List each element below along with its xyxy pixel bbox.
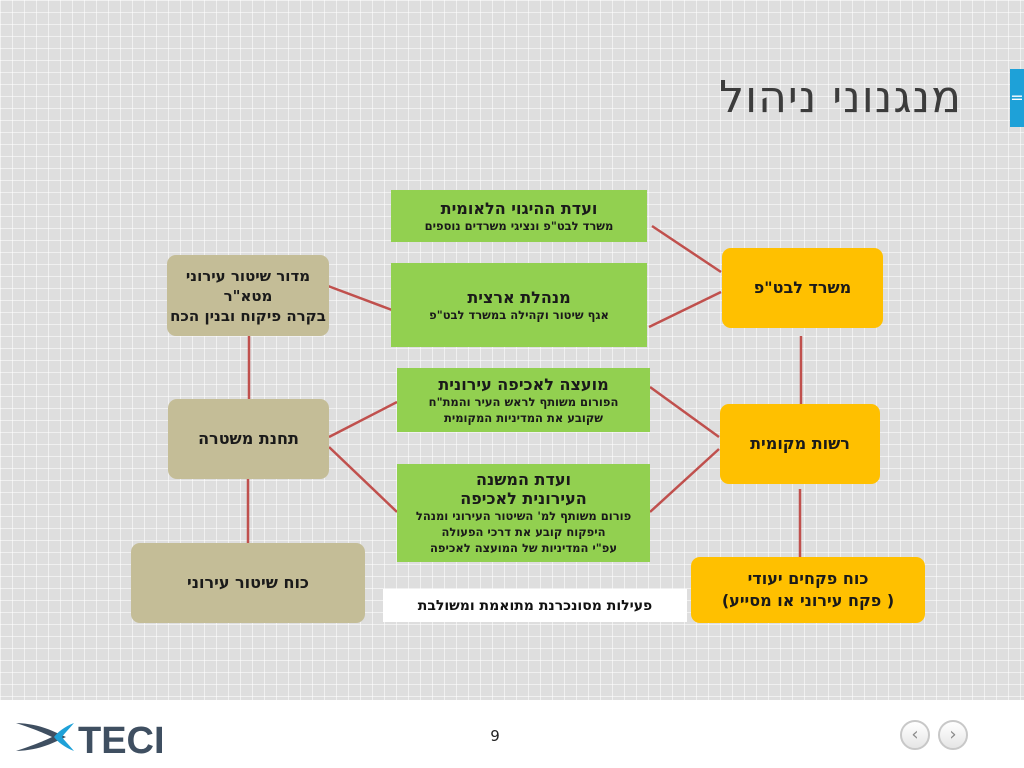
footer-bar [0, 700, 1024, 768]
connector-ministry-steering [651, 224, 722, 274]
connector-station-council [328, 400, 398, 439]
urban-policing-unit-line: מטא"ר [223, 286, 273, 305]
inspectors-force-box: כוח פקחים יעודי ( פקח עירוני או מסייע) [691, 557, 925, 623]
local-authority-label: רשות מקומית [750, 434, 850, 453]
subcommittee-box: ועדת המשנה העירונית לאכיפה פורום משותף ל… [397, 464, 650, 562]
connector-directorate-policing-unit [327, 284, 393, 312]
subcommittee-line: עפ"י המדיניות של המועצה לאכיפה [430, 541, 617, 555]
inspectors-force-detail: ( פקח עירוני או מסייע) [721, 591, 895, 610]
urban-policing-unit-box: מדור שיטור עירוני מטא"ר בקרה פיקוח ובנין… [167, 255, 329, 336]
national-directorate-box: מנהלת ארצית אגף שיטור וקהילה במשרד לבט"פ [391, 263, 647, 347]
ministry-box: משרד לבט"פ [722, 248, 883, 328]
inspectors-force-label: כוח פקחים יעודי [747, 569, 869, 588]
next-slide-button[interactable]: › [938, 720, 968, 750]
urban-police-force-label: כוח שיטור עירוני [187, 573, 309, 592]
urban-police-force-box: כוח שיטור עירוני [131, 543, 365, 623]
enforcement-council-line: שקובע את המדיניות המקומית [443, 410, 604, 425]
police-station-box: תחנת משטרה [168, 399, 329, 479]
ministry-label: משרד לבט"פ [753, 278, 852, 297]
logo-text: TECI [78, 720, 165, 756]
urban-policing-unit-line: בקרה פיקוח ובנין הכח [170, 306, 326, 325]
connector-local-subcommittee [649, 448, 720, 513]
police-station-label: תחנת משטרה [198, 429, 299, 448]
steering-committee-subtitle: משרד לבט"פ ונציגי משרדים נוספים [424, 218, 614, 233]
chevron-left-icon: ‹ [911, 724, 919, 745]
xteci-logo: TECI [16, 720, 165, 756]
synchronized-activity-note: פעילות מסונכרנת מתואמת ומשולבת [383, 589, 687, 622]
steering-committee-title: ועדת ההיגוי הלאומית [440, 198, 598, 218]
prev-slide-button[interactable]: ‹ [900, 720, 930, 750]
menu-tab-icon[interactable]: = [1010, 69, 1024, 127]
connector-station-subcommittee [328, 446, 398, 513]
subcommittee-line: היפקוח קובע את דרכי הפעולה [441, 525, 606, 539]
national-directorate-title: מנהלת ארצית [467, 287, 571, 307]
urban-policing-unit-line: מדור שיטור עירוני [185, 266, 311, 285]
subcommittee-line: פורום משותף למ' השיטור העירוני ומנהל [415, 509, 632, 523]
slide: = מנגנוני ניהול ועדת ההיגוי הלאומית משרד… [131, 69, 1024, 623]
local-authority-box: רשות מקומית [720, 404, 880, 484]
enforcement-council-line: הפורום משותף לראש העיר והמת"ח [428, 394, 619, 409]
enforcement-council-box: מועצה לאכיפה עירונית הפורום משותף לראש ה… [397, 368, 650, 432]
page-number: 9 [490, 727, 500, 745]
connector-lines [246, 224, 803, 557]
enforcement-council-title: מועצה לאכיפה עירונית [438, 374, 609, 394]
connector-ministry-directorate [648, 290, 722, 329]
subcommittee-title: העירונית לאכיפה [460, 489, 587, 508]
steering-committee-box: ועדת ההיגוי הלאומית משרד לבט"פ ונציגי מש… [391, 190, 647, 242]
subcommittee-title: ועדת המשנה [476, 470, 571, 489]
slide-title: מנגנוני ניהול [719, 72, 962, 123]
connector-local-council [649, 385, 720, 439]
national-directorate-subtitle: אגף שיטור וקהילה במשרד לבט"פ [429, 307, 609, 322]
logo-x-mark-icon [16, 723, 74, 751]
chevron-right-icon: › [949, 724, 957, 745]
